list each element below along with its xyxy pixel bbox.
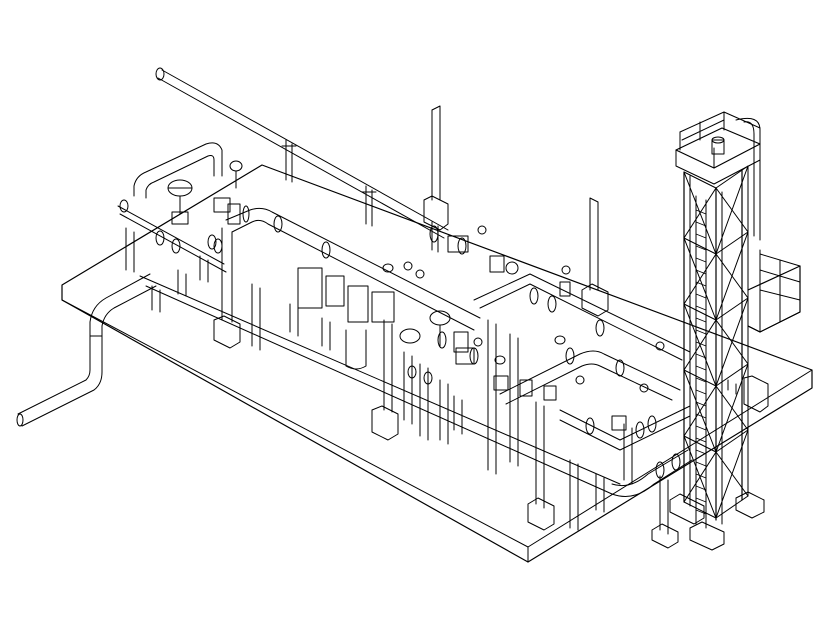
tall-column-right (581, 197, 609, 317)
right-pipe-loop (473, 265, 769, 531)
exit-pipe-left (16, 273, 157, 427)
base-plate (61, 164, 813, 563)
small-stanchion (651, 475, 679, 549)
main-header-pipe (213, 207, 481, 351)
top-pipe-run (155, 67, 449, 253)
tall-column-center (423, 105, 449, 231)
left-loop-piping (117, 142, 250, 313)
valve-cluster-mid (407, 331, 479, 445)
lattice-tower (669, 111, 801, 551)
lower-pipe-run (139, 275, 693, 497)
equipment-cluster-center (289, 225, 555, 531)
